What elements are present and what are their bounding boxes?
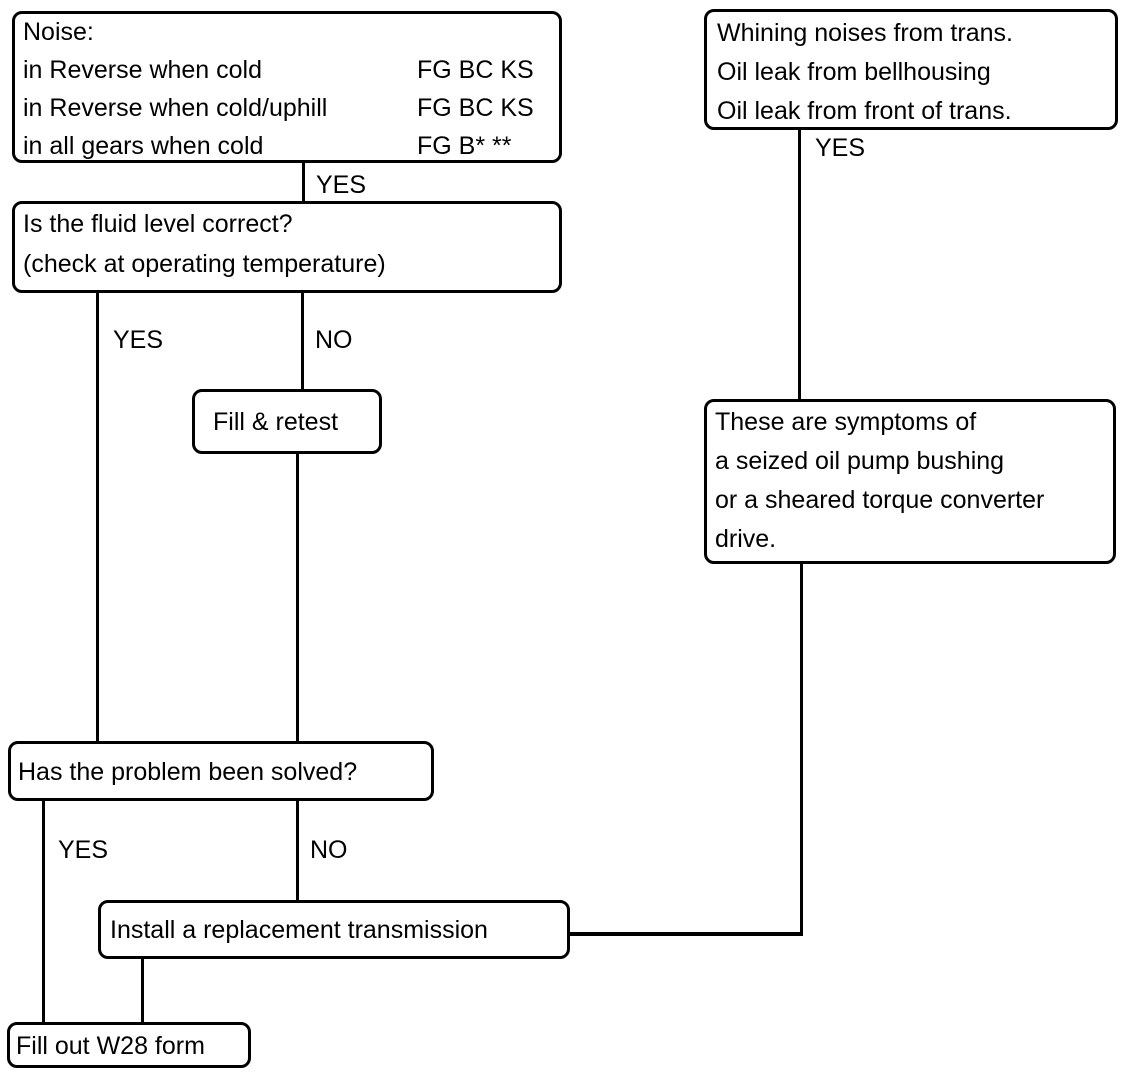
fluid-level-box: Is the fluid level correct? (check at op…	[12, 201, 562, 293]
problem-no-label: NO	[310, 836, 348, 864]
connector-noise-to-fluid	[302, 162, 305, 202]
w28-form-text: Fill out W28 form	[16, 1032, 205, 1060]
w28-form-box: Fill out W28 form	[7, 1022, 251, 1068]
symptoms-line: drive.	[715, 525, 777, 553]
symptoms-line: or a sheared torque converter	[715, 486, 1045, 514]
noise-codes: FG BC KS	[417, 94, 534, 122]
fluid-no-label: NO	[315, 326, 353, 354]
connector-symptoms-to-install	[568, 932, 803, 936]
whining-box: Whining noises from trans. Oil leak from…	[704, 9, 1118, 130]
noise-title: Noise:	[23, 18, 94, 46]
fluid-level-note: (check at operating temperature)	[23, 250, 386, 278]
connector-install-to-w28	[141, 957, 144, 1023]
whining-line: Whining noises from trans.	[717, 19, 1013, 47]
problem-yes-label: YES	[58, 836, 109, 864]
fill-retest-text: Fill & retest	[213, 408, 339, 436]
connector-problem-no-to-install	[296, 799, 299, 902]
noise-codes: FG BC KS	[417, 56, 534, 84]
symptoms-line: These are symptoms of	[715, 408, 977, 436]
noise-codes: FG B* **	[417, 132, 512, 160]
connector-problem-yes-to-w28	[42, 799, 45, 1023]
connector-fluid-yes-to-problem	[96, 292, 99, 742]
fluid-yes-label: YES	[113, 326, 164, 354]
symptoms-line: a seized oil pump bushing	[715, 447, 1005, 475]
noise-yes-label: YES	[316, 171, 367, 199]
problem-solved-text: Has the problem been solved?	[18, 758, 358, 786]
connector-fill-to-problem	[296, 453, 299, 742]
connector-symptoms-down	[800, 562, 803, 935]
connector-whining-to-symptoms	[798, 128, 801, 401]
install-replacement-text: Install a replacement transmission	[110, 916, 488, 944]
whining-yes-label: YES	[815, 134, 866, 162]
fluid-level-question: Is the fluid level correct?	[23, 210, 293, 238]
symptoms-box: These are symptoms of a seized oil pump …	[704, 399, 1116, 564]
noise-box: Noise: in Reverse when cold FG BC KS in …	[12, 11, 562, 163]
install-replacement-box: Install a replacement transmission	[98, 900, 570, 959]
noise-condition: in Reverse when cold	[23, 56, 263, 84]
whining-line: Oil leak from front of trans.	[717, 97, 1012, 125]
noise-condition: in all gears when cold	[23, 132, 264, 160]
problem-solved-box: Has the problem been solved?	[8, 741, 434, 801]
connector-fluid-no-to-fill	[301, 292, 304, 390]
noise-condition: in Reverse when cold/uphill	[23, 94, 328, 122]
whining-line: Oil leak from bellhousing	[717, 58, 991, 86]
fill-retest-box: Fill & retest	[192, 389, 382, 454]
